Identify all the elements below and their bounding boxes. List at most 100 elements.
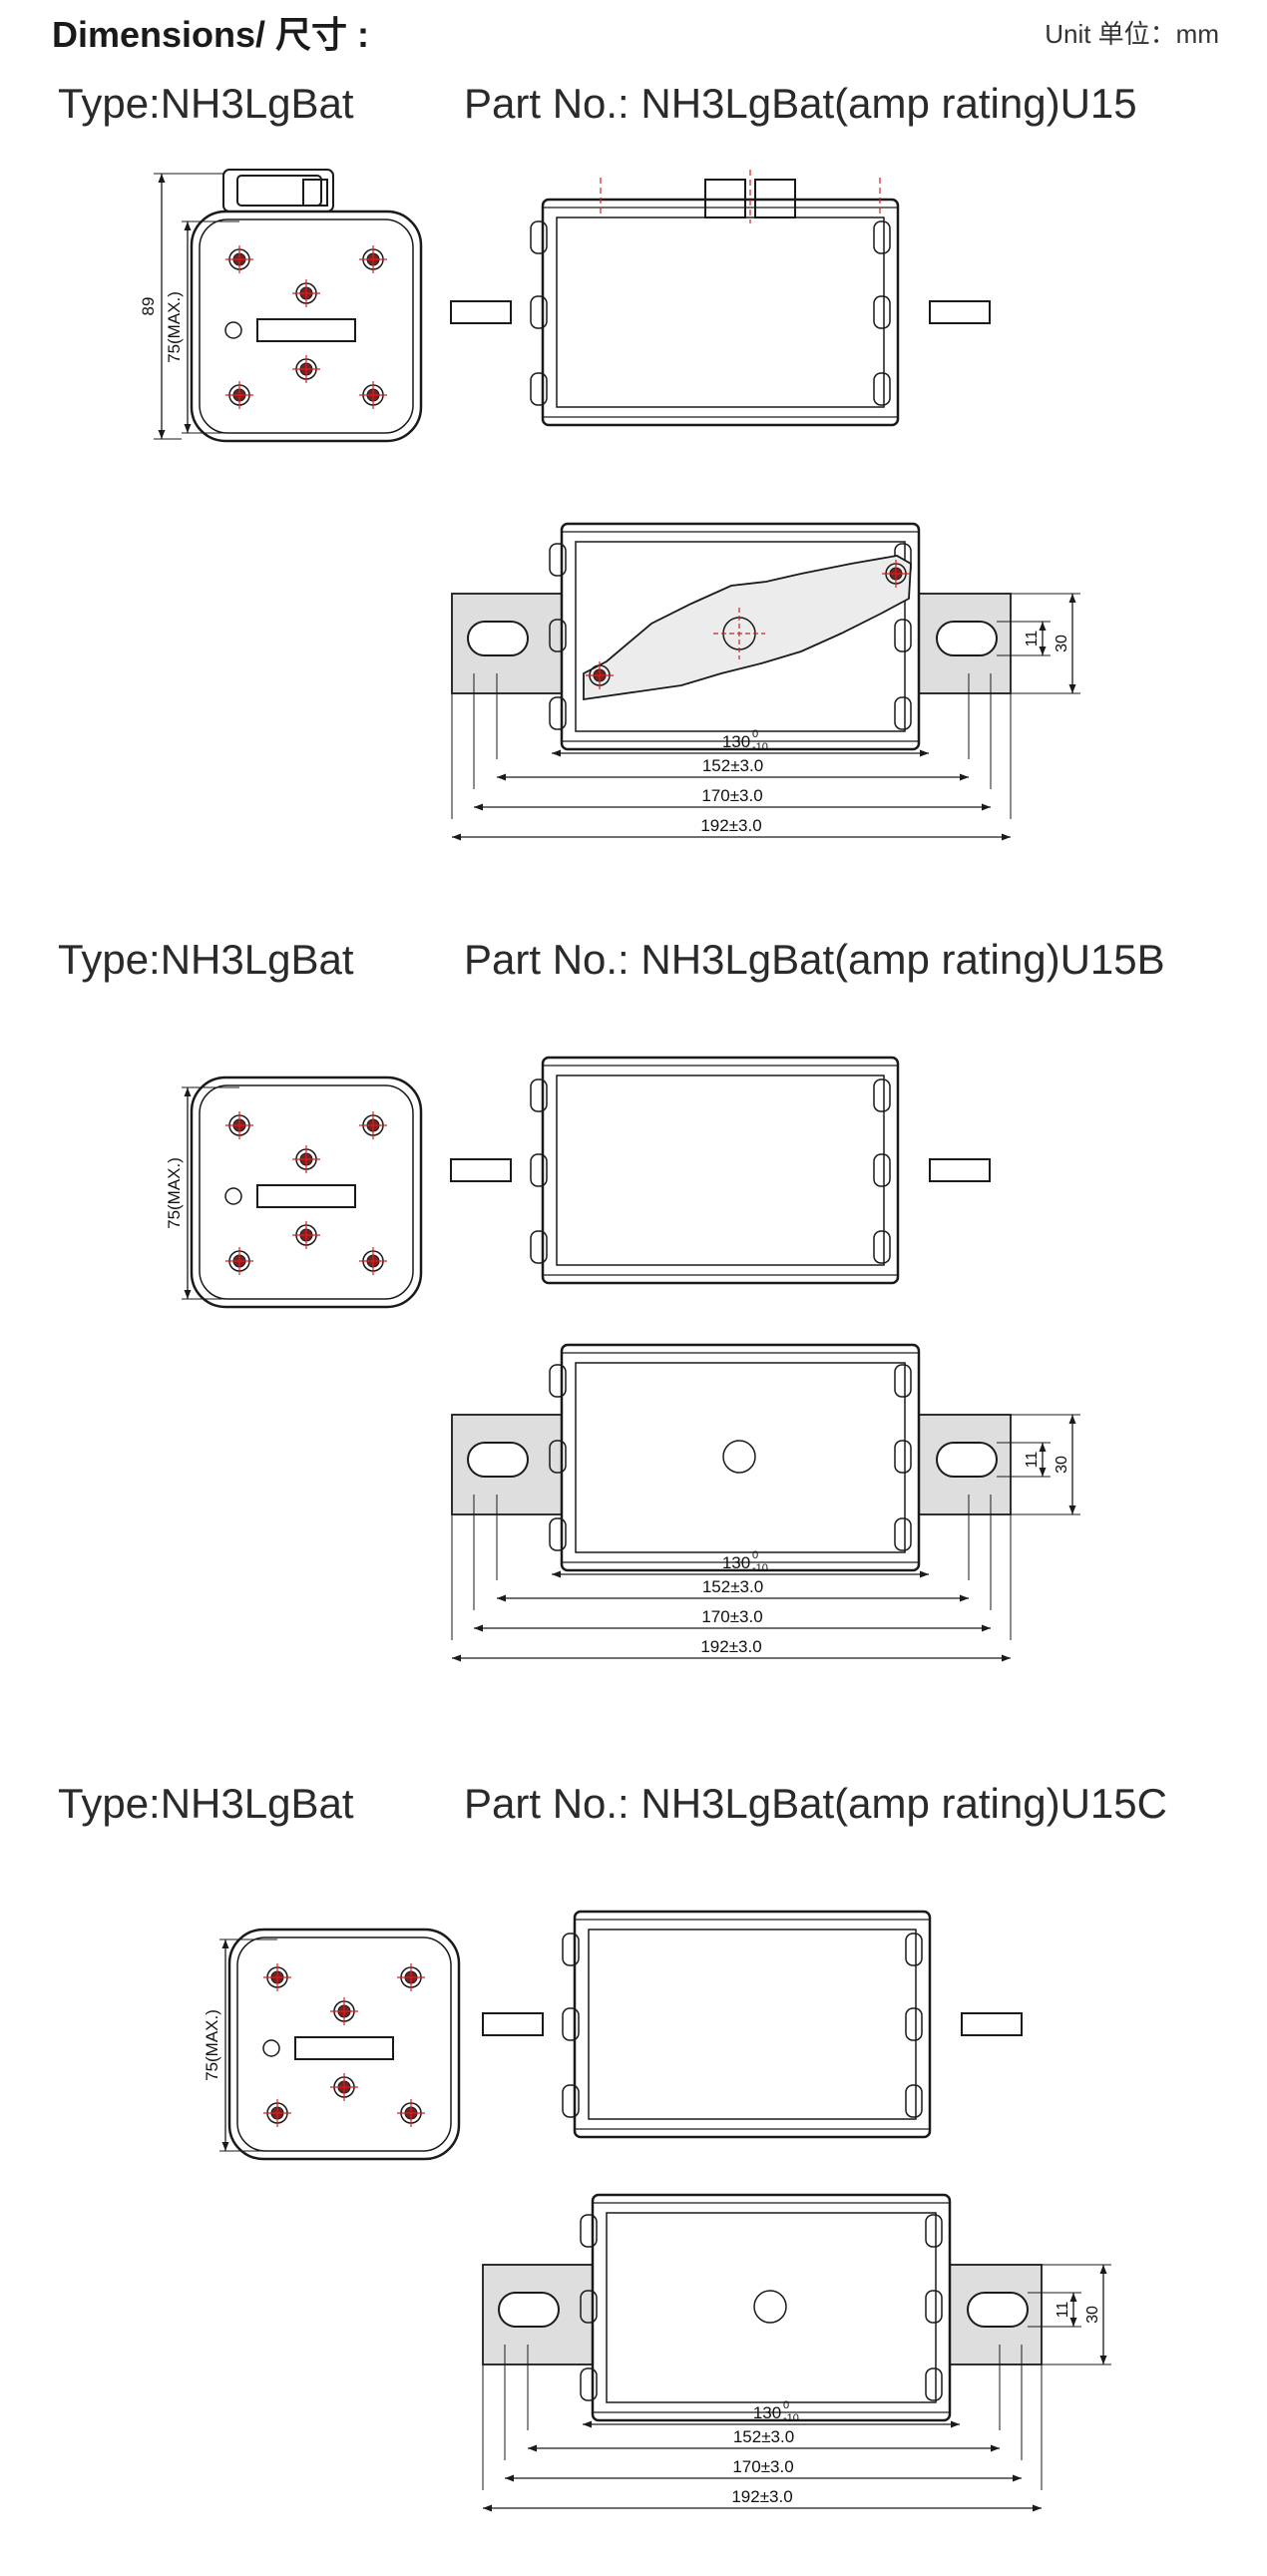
corner-screw (225, 245, 253, 273)
contact-tab (222, 169, 334, 213)
dimension-130: 130 (722, 1553, 750, 1572)
side-body (541, 198, 900, 427)
clip-bump (873, 1230, 891, 1264)
dimension-75-max: 75(MAX.) (165, 1157, 184, 1229)
fuse-body-inner (199, 218, 414, 434)
mounting-slot-left (498, 2292, 560, 2328)
side-body (541, 1056, 900, 1285)
side-body-inner (588, 1929, 917, 2120)
terminal-blade-right (929, 300, 991, 324)
mounting-slot-right (936, 621, 998, 656)
indicator-slot (256, 1184, 356, 1208)
clip-bump (925, 2214, 943, 2248)
type-label-1: Type:NH3LgBat (58, 80, 354, 127)
clip-bump (873, 372, 891, 406)
clip-bump (894, 1364, 912, 1398)
corner-screw (359, 245, 387, 273)
side-view-1 (450, 170, 991, 427)
clip-bump (873, 295, 891, 329)
corner-screw (225, 381, 253, 409)
clip-bump (580, 2290, 598, 2324)
clip-bump (894, 696, 912, 730)
clip-bump (549, 1364, 567, 1398)
dimension-130: 130 (722, 732, 750, 751)
clip-bump (530, 295, 548, 329)
dimension-130: 130 (753, 2403, 781, 2422)
mounting-slot-left (467, 621, 529, 656)
part-number-label-2: Part No.: NH3LgBat(amp rating)U15B (464, 936, 1165, 983)
corner-screw (359, 381, 387, 409)
indicator-slot (294, 2036, 394, 2060)
center-screw (292, 1145, 320, 1173)
center-screw (292, 1221, 320, 1249)
indicator-slot (256, 318, 356, 342)
dimension-75-max: 75(MAX.) (203, 2009, 221, 2081)
dimension-11: 11 (1024, 1452, 1041, 1469)
center-screw (292, 355, 320, 383)
striker-screw (882, 560, 910, 588)
mounting-slot-left (467, 1442, 529, 1478)
clip-bump (530, 1078, 548, 1112)
clip-bump (905, 1932, 923, 1966)
clip-bump (873, 1078, 891, 1112)
front-view-2: 75(MAX.) (165, 1075, 423, 1309)
dimension-30: 30 (1084, 2306, 1101, 2324)
corner-screw (225, 1111, 253, 1139)
terminal-blade-right (961, 2012, 1023, 2036)
clip-bump (905, 2084, 923, 2118)
part-number-label-3: Part No.: NH3LgBat(amp rating)U15C (464, 1780, 1167, 1827)
dimension-11: 11 (1024, 631, 1041, 647)
clip-bump (894, 1440, 912, 1474)
dimension-30: 30 (1054, 1456, 1070, 1474)
terminal-blade-left (450, 300, 512, 324)
side-view-2 (450, 1056, 991, 1285)
clip-bump (894, 1517, 912, 1551)
clip-bump (873, 1153, 891, 1187)
corner-screw (225, 1247, 253, 1275)
striker-plate (583, 555, 912, 701)
clip-bump (925, 2290, 943, 2324)
dimension-152: 152±3.0 (702, 756, 763, 775)
clip-bump (549, 619, 567, 652)
fuse-body-outline (227, 1928, 461, 2161)
side-body-inner (556, 216, 885, 408)
tolerance-lower: -10 (783, 2412, 799, 2424)
side-body (573, 1910, 932, 2139)
clip-bump (925, 2367, 943, 2401)
pilot-hole (262, 2039, 280, 2057)
tolerance-lower: -10 (752, 741, 768, 753)
corner-screw (397, 1963, 425, 1991)
fuse-body-inner (236, 1936, 452, 2152)
unit-note: Unit 单位：mm (1045, 19, 1219, 49)
dimension-11: 11 (1055, 2302, 1071, 2319)
striker-screw (586, 661, 614, 689)
clip-bump (549, 1440, 567, 1474)
front-view-3: 75(MAX.) (203, 1928, 461, 2161)
clip-bump (549, 543, 567, 577)
center-screw (292, 279, 320, 307)
dimension-75-max: 75(MAX.) (165, 291, 184, 363)
terminal-blade-left (450, 1158, 512, 1182)
clip-bump (580, 2367, 598, 2401)
type-label-3: Type:NH3LgBat (58, 1780, 354, 1827)
dimension-192: 192±3.0 (700, 816, 761, 835)
corner-screw (397, 2099, 425, 2127)
pilot-hole (224, 321, 242, 339)
center-screw (330, 2073, 358, 2101)
corner-screw (359, 1247, 387, 1275)
dimension-89: 89 (139, 297, 158, 316)
clip-bump (562, 1932, 580, 1966)
part-number-label-1: Part No.: NH3LgBat(amp rating)U15 (464, 80, 1137, 127)
clip-bump (549, 1517, 567, 1551)
front-view-1: 75(MAX.) 89 (139, 169, 423, 443)
clip-bump (580, 2214, 598, 2248)
indicator-hole (722, 1440, 756, 1474)
dimension-152: 152±3.0 (702, 1577, 763, 1596)
center-screw (330, 1997, 358, 2025)
terminal-blade-left (482, 2012, 544, 2036)
